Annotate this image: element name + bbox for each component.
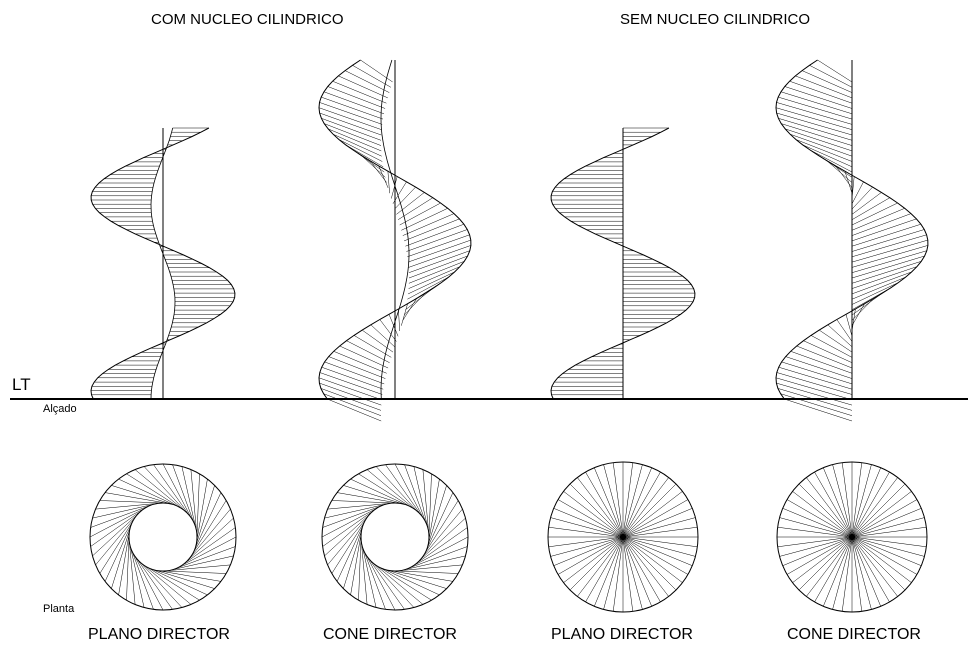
planta-label: Planta bbox=[43, 603, 75, 615]
elevation-views bbox=[90, 59, 929, 422]
caption-plano-director-2: PLANO DIRECTOR bbox=[551, 626, 693, 643]
plan-plano-sem-nucleo bbox=[547, 461, 699, 613]
caption-cone-director-1: CONE DIRECTOR bbox=[323, 626, 457, 643]
core-circle bbox=[128, 502, 198, 572]
heading-com-nucleo-cilindrico: COM NUCLEO CILINDRICO bbox=[151, 11, 344, 28]
plan-ruling-lines bbox=[548, 462, 698, 612]
elevation-cone-com-nucleo bbox=[318, 59, 472, 422]
plan-cone-com-nucleo bbox=[321, 463, 469, 611]
center-point bbox=[620, 534, 626, 540]
helix-curve bbox=[550, 127, 696, 400]
core-circle bbox=[360, 502, 430, 572]
ruling-lines bbox=[775, 59, 928, 422]
plan-ruling-lines bbox=[777, 462, 927, 612]
helix-curve bbox=[90, 127, 236, 400]
caption-plano-director-1: PLANO DIRECTOR bbox=[88, 626, 230, 643]
plan-views bbox=[89, 461, 928, 613]
core-helix-curve bbox=[380, 59, 410, 400]
caption-cone-director-2: CONE DIRECTOR bbox=[787, 626, 921, 643]
plan-cone-sem-nucleo bbox=[776, 461, 928, 613]
plan-plano-com-nucleo bbox=[89, 463, 237, 611]
plan-ruling-lines bbox=[321, 463, 469, 611]
helix-curve bbox=[775, 59, 929, 400]
helix-curve bbox=[318, 59, 472, 400]
elevation-cone-sem-nucleo bbox=[775, 59, 929, 422]
plan-ruling-lines bbox=[89, 463, 237, 611]
lt-label: LT bbox=[12, 375, 31, 394]
heading-sem-nucleo-cilindrico: SEM NUCLEO CILINDRICO bbox=[620, 11, 811, 28]
center-point bbox=[849, 534, 855, 540]
ruling-lines bbox=[318, 59, 471, 422]
core-helix-curve bbox=[150, 127, 176, 400]
alcado-label: Alçado bbox=[43, 403, 77, 415]
elevation-plano-sem-nucleo bbox=[550, 127, 696, 400]
elevation-plano-com-nucleo bbox=[90, 127, 236, 400]
